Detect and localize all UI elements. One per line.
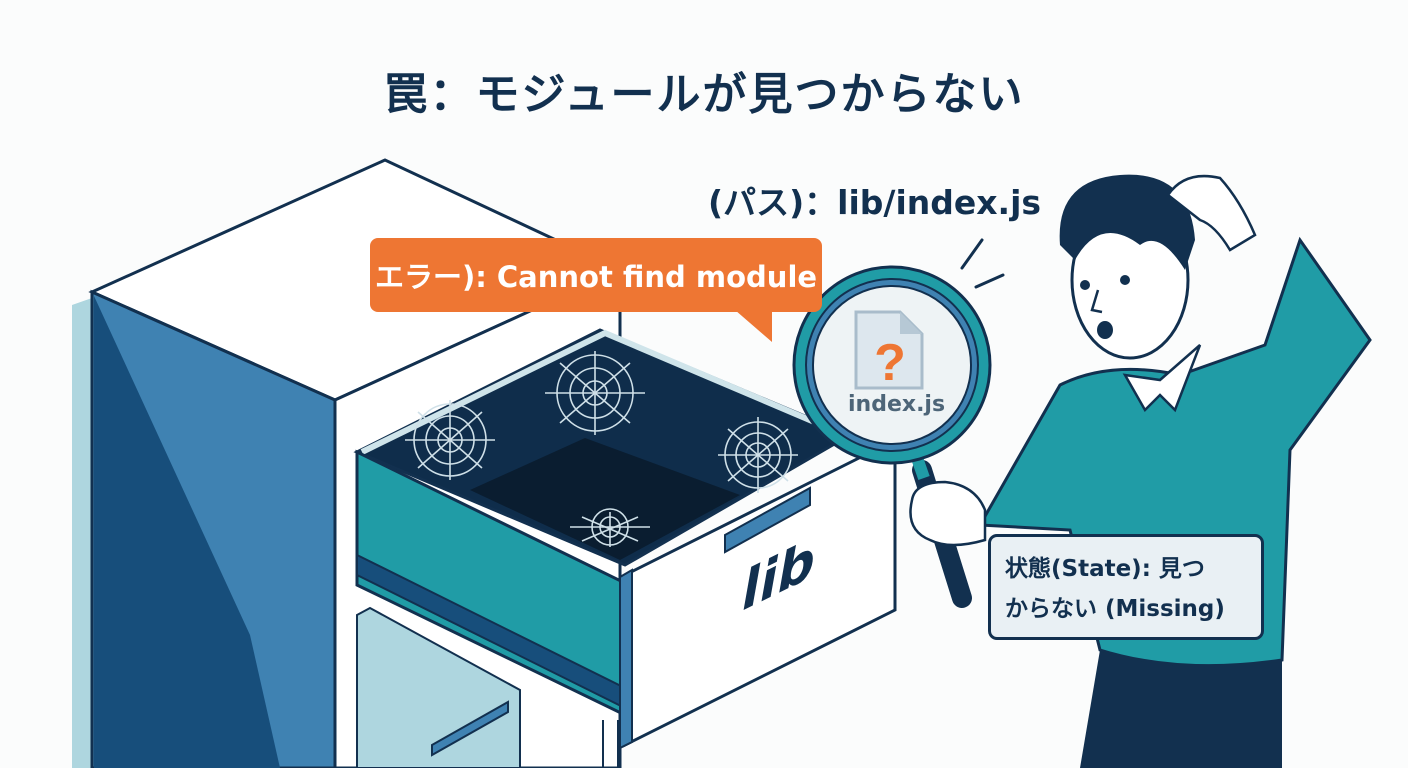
drawer-handle[interactable]: [724, 486, 811, 554]
question-mark-icon: ?: [874, 334, 906, 392]
person-hand-magnifier: [909, 480, 987, 547]
error-bubble-tail: [735, 310, 772, 342]
state-box-line-2: からない (Missing): [1005, 596, 1225, 622]
person-legs: [1080, 650, 1282, 768]
cobweb-icon: [405, 351, 798, 547]
state-box: 状態(State): 見つ からない (Missing): [988, 534, 1264, 640]
lens-file-label: index.js: [848, 392, 946, 417]
cabinet-shadow: [72, 298, 92, 768]
person-hand-head: [1166, 174, 1257, 252]
lower-drawer-handle[interactable]: [431, 700, 509, 757]
person-hair: [1059, 174, 1195, 270]
page-title: 罠：モジュールが見つからない: [383, 69, 1025, 120]
error-bubble: エラー): Cannot find module: [370, 238, 822, 312]
drawer-interior-bottom: [470, 438, 740, 560]
error-bubble-text: エラー): Cannot find module: [374, 260, 818, 294]
drawer-front-edge: [619, 568, 633, 750]
path-label: (パス)：lib/index.js: [708, 183, 1042, 222]
person-collar: [1122, 344, 1202, 413]
cabinet-side-shade: [94, 296, 280, 768]
state-box-line-1: 状態(State): 見つ: [1005, 556, 1205, 582]
person-mouth: [1097, 321, 1113, 339]
